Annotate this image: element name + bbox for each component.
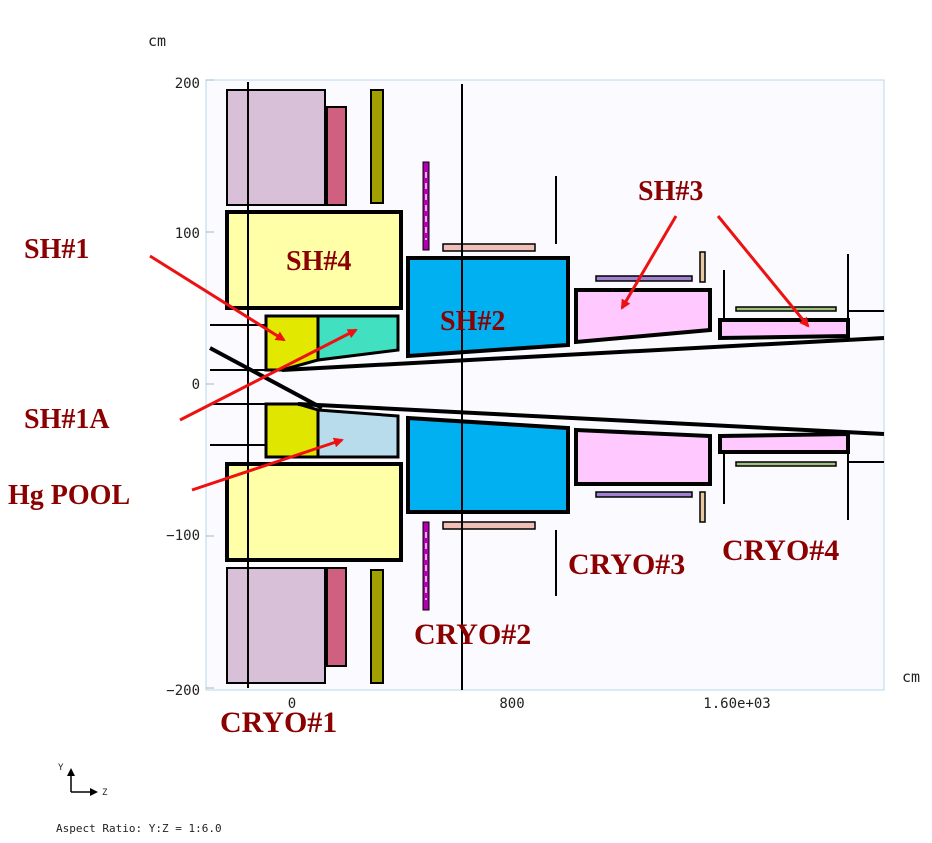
lower-tan-post (699, 491, 706, 523)
sh3-label: SH#3 (638, 176, 703, 207)
sh3-lower-block-1 (574, 427, 712, 486)
cryo1-upper-rose-block (326, 106, 347, 206)
x-tick-label: 0 (288, 696, 296, 712)
beam-envelope-lines (281, 310, 885, 463)
sh2-lower-pink-bar (442, 521, 536, 530)
cryo2-label: CRYO#2 (414, 618, 531, 651)
cryo1-lower-rose-block (326, 567, 347, 667)
upper-yellow-shield-block (225, 210, 403, 310)
hg-pool-arrow (191, 437, 344, 492)
y-tick-label: 0 (192, 377, 200, 393)
x-axis-unit: cm (902, 668, 920, 686)
sh1-label: SH#1 (24, 234, 89, 265)
hg-pool-label: Hg POOL (8, 480, 130, 511)
sh3-lower-block-2 (718, 431, 850, 454)
y-tick-label: −100 (166, 528, 200, 544)
cryo3-lower-purple-bar (595, 491, 693, 498)
orientation-y-label: Y (58, 763, 64, 773)
sh2-upper-pink-bar (442, 243, 536, 252)
cryo1-upper-olive-bar (370, 89, 384, 204)
cryo1-label: CRYO#1 (220, 706, 337, 739)
y-tick-label: 200 (175, 76, 200, 92)
orientation-axes-icon (67, 768, 98, 796)
sh3-upper-block-1 (574, 288, 712, 345)
x-tick-label: 800 (499, 696, 524, 712)
cryo3-upper-purple-bar (595, 275, 693, 282)
cryo3-label: CRYO#3 (568, 548, 685, 581)
x-tick-label: 1.60e+03 (703, 696, 770, 712)
y-tick-label: 100 (175, 226, 200, 242)
left-guide-lines (210, 324, 266, 446)
cryo4-upper-green-bar (735, 306, 837, 312)
sh1a-label: SH#1A (24, 404, 110, 435)
aspect-ratio-text: Aspect Ratio: Y:Z = 1:6.0 (56, 822, 222, 835)
callout-arrows (149, 215, 810, 492)
cryo1-lower-olive-bar (370, 569, 384, 684)
orientation-z-label: Z (102, 788, 108, 798)
sh3-left-arrow (620, 215, 678, 310)
sh2-lower-block (406, 415, 570, 514)
sh4-upper-block (316, 314, 400, 362)
upper-tan-post (699, 251, 706, 283)
beam-crossing-line (209, 346, 323, 410)
y-tick-label: −200 (166, 683, 200, 699)
cryo1-upper-mauve-block (226, 89, 326, 206)
cryo4-lower-green-bar (735, 461, 837, 467)
lower-yellow-shield-block (225, 462, 403, 562)
sh3-right-arrow (716, 215, 810, 328)
sh2-label: SH#2 (440, 306, 505, 337)
sh4-label: SH#4 (286, 246, 351, 277)
y-axis-unit: cm (148, 32, 166, 50)
sh1a-arrow (179, 328, 358, 422)
cryo4-label: CRYO#4 (722, 534, 839, 567)
sh1-arrow (149, 254, 286, 342)
hg-pool-block (316, 408, 400, 459)
cryo1-lower-mauve-block (226, 567, 326, 684)
sh2-upper-block (406, 256, 570, 359)
sh3-upper-block-2 (718, 318, 850, 341)
y-tick-marks (206, 79, 214, 689)
